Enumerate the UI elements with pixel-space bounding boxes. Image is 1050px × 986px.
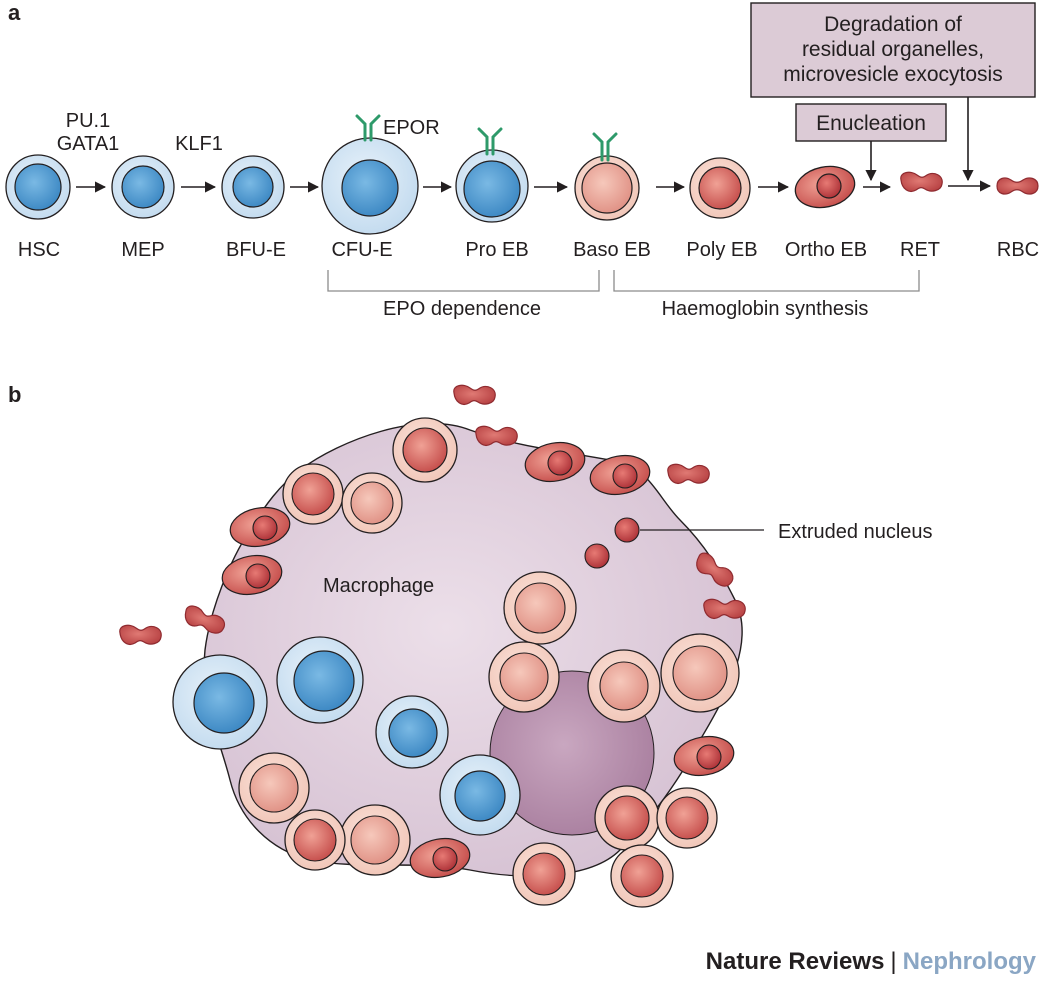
- panel-a-label: a: [8, 0, 21, 25]
- enucleation-label: Enucleation: [816, 112, 926, 135]
- stage-label: CFU-E: [331, 239, 392, 261]
- bfu-e-cell: [221, 155, 285, 219]
- stage-label: Poly EB: [686, 239, 757, 261]
- factor-klf1: KLF1: [175, 133, 223, 155]
- stage-label: Ortho EB: [785, 239, 867, 261]
- stage-labels: HSC MEP BFU-E CFU-E Pro EB Baso EB Poly …: [18, 239, 1039, 261]
- early-erythroblast: [276, 636, 364, 724]
- haemoglobin-synthesis-label: Haemoglobin synthesis: [662, 298, 869, 320]
- extruded-nucleus-label: Extruded nucleus: [778, 521, 933, 543]
- stage-label: RET: [900, 239, 940, 261]
- pro-eb-cell: [455, 149, 529, 223]
- cfu-e-cell: [321, 137, 419, 235]
- stage-label: HSC: [18, 239, 60, 261]
- ortho-eb-cell: [794, 165, 856, 209]
- degradation-box: Degradation of residual organelles, micr…: [750, 2, 1036, 98]
- degradation-line-3: microvesicle exocytosis: [783, 63, 1002, 86]
- factor-gata1: GATA1: [57, 133, 120, 155]
- journal-name: Nephrology: [902, 948, 1036, 975]
- panel-b-label: b: [8, 382, 21, 407]
- ret-cell: [900, 171, 943, 192]
- epo-dependence-bracket: [327, 270, 600, 292]
- publisher-name: Nature Reviews: [705, 948, 885, 975]
- lineage-arrows: [76, 180, 992, 193]
- stage-label: Pro EB: [465, 239, 528, 261]
- hsc-cell: [5, 154, 71, 220]
- rbc-cell: [996, 177, 1039, 195]
- mep-cell: [111, 155, 175, 219]
- degradation-line-1: Degradation of: [824, 13, 962, 36]
- stage-label: BFU-E: [226, 239, 286, 261]
- enucleation-box: Enucleation: [795, 103, 947, 142]
- poly-eb-cell: [689, 157, 751, 219]
- credit-separator: |: [890, 948, 897, 975]
- early-erythroblast: [439, 754, 521, 836]
- epor-label: EPOR: [383, 117, 440, 139]
- stage-label: RBC: [997, 239, 1039, 261]
- factor-pu1: PU.1: [66, 110, 110, 132]
- epor-receptor-icon: [355, 114, 618, 162]
- ortho-erythroblasts: [221, 441, 735, 879]
- box-arrows: [865, 97, 974, 182]
- degradation-line-2: residual organelles,: [802, 38, 984, 61]
- pink-erythroblasts: [238, 417, 740, 908]
- stage-label: Baso EB: [573, 239, 651, 261]
- stage-label: MEP: [121, 239, 164, 261]
- extruded-nuclei: [584, 517, 640, 569]
- baso-eb-cell: [574, 155, 640, 221]
- epo-dependence-label: EPO dependence: [383, 298, 541, 320]
- haemoglobin-synthesis-bracket: [613, 270, 920, 292]
- early-erythroblast: [172, 654, 268, 750]
- early-erythroblast: [375, 695, 449, 769]
- journal-credit: Nature Reviews|Nephrology: [706, 948, 1036, 976]
- macrophage-label: Macrophage: [323, 575, 434, 597]
